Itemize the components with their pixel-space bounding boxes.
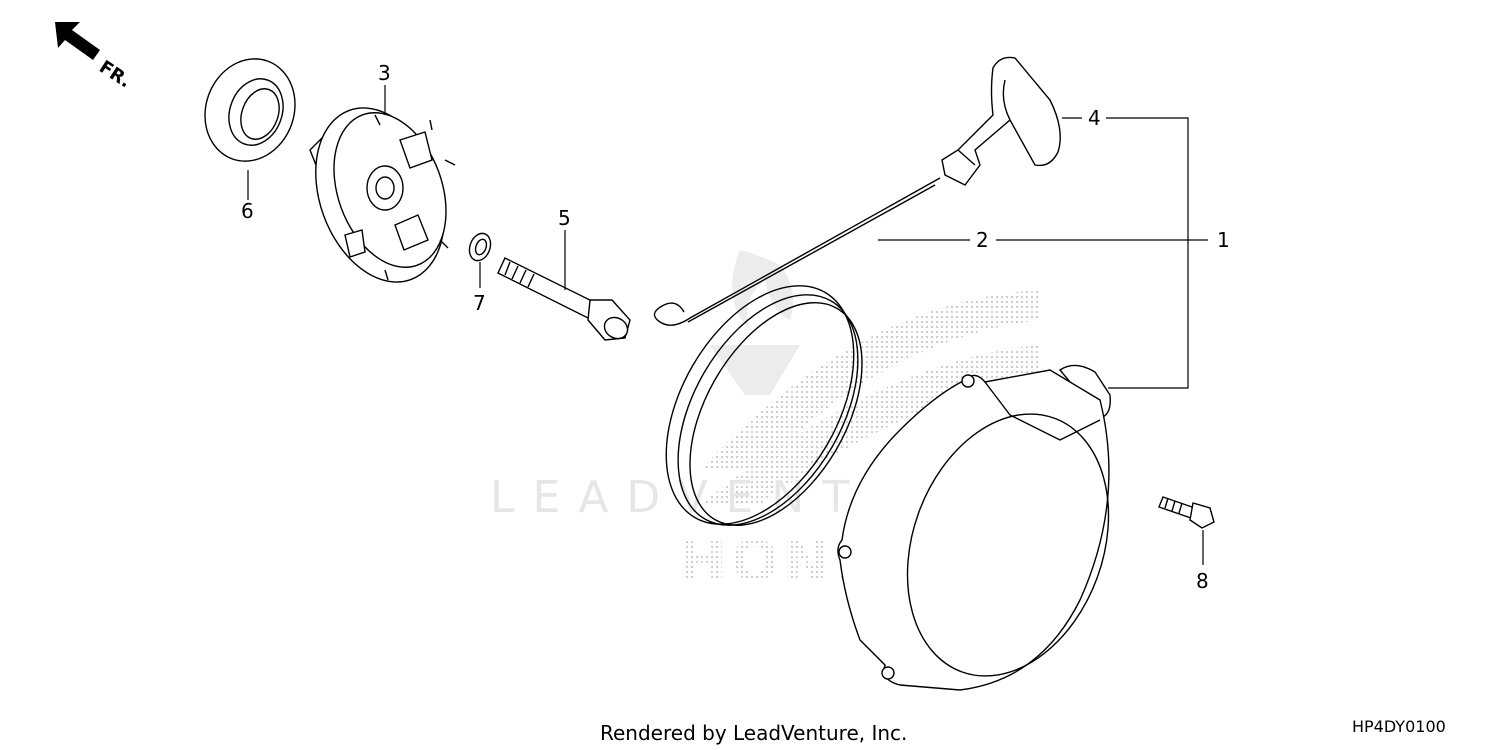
watermark-flame-logo (710, 250, 800, 395)
callout-2: 2 (976, 228, 989, 252)
part-2-recoil-rope (653, 177, 941, 527)
callout-6: 6 (241, 199, 254, 223)
part-6-oil-seal (204, 58, 296, 162)
diagram-code: HP4DY0100 (1352, 717, 1446, 736)
footer-credit: Rendered by LeadVenture, Inc. (600, 721, 907, 745)
callout-3: 3 (378, 61, 391, 85)
part-8-flange-bolt (1158, 496, 1215, 529)
front-direction-indicator: FR. (55, 22, 135, 92)
callout-5: 5 (558, 206, 571, 230)
leader-lines (247, 85, 1208, 565)
part-3-pulley (309, 107, 456, 283)
front-arrow-icon (55, 22, 100, 60)
callout-8: 8 (1196, 569, 1209, 593)
callout-4: 4 (1088, 106, 1101, 130)
watermark-wing-logo (700, 290, 1040, 505)
callout-1: 1 (1217, 228, 1230, 252)
callout-labels: 1 2 3 4 5 6 7 8 (241, 61, 1230, 593)
callout-7: 7 (473, 291, 486, 315)
leader-4 (1062, 117, 1189, 389)
part-7-washer (468, 232, 492, 262)
part-5-bolt (497, 257, 631, 341)
front-label: FR. (95, 57, 134, 93)
part-1-recoil-starter-assembly (837, 364, 1111, 691)
part-4-starter-grip (941, 56, 1061, 186)
